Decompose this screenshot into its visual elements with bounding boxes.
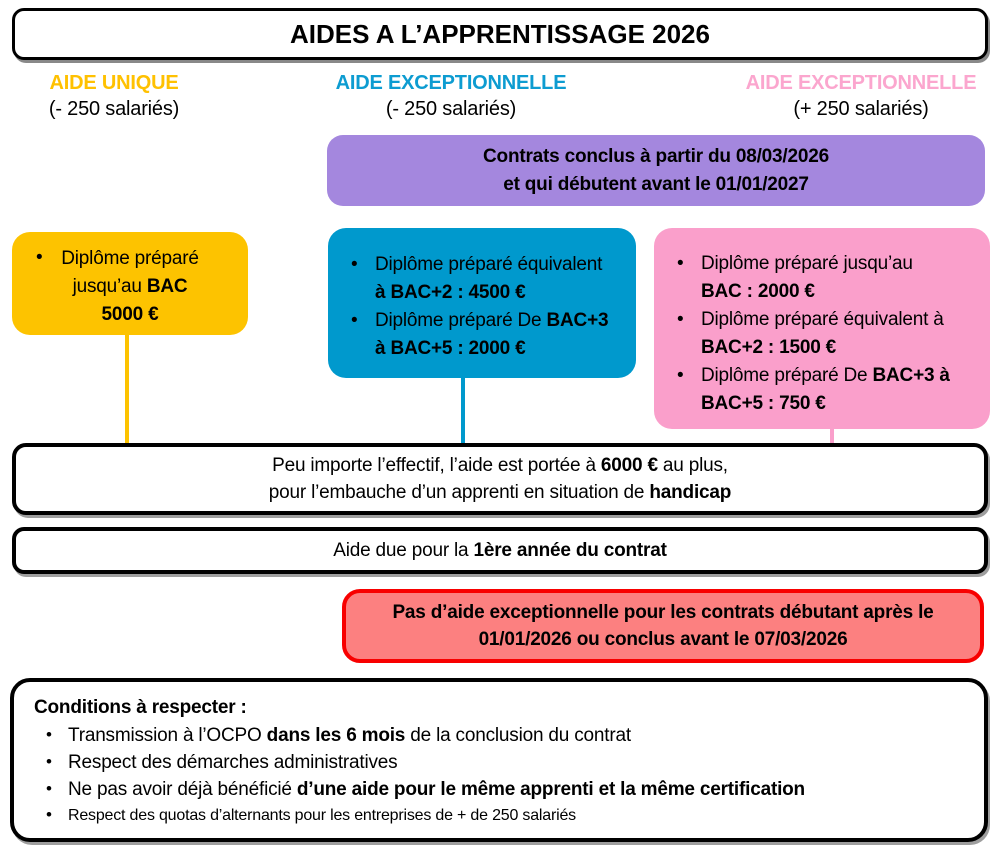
column-header-aide-exceptionnelle-large: AIDE EXCEPTIONNELLE (+ 250 salariés) xyxy=(741,70,981,123)
column-title: AIDE UNIQUE xyxy=(49,72,179,94)
bullet-icon: • xyxy=(351,254,358,275)
bullet-icon: • xyxy=(46,752,52,771)
warning-box: Pas d’aide exceptionnelle pour les contr… xyxy=(342,589,984,663)
condition-item: • Respect des quotas d’alternants pour l… xyxy=(46,803,960,829)
connector-line-exceptionnelle-large xyxy=(830,429,834,443)
warning-line: Pas d’aide exceptionnelle pour les contr… xyxy=(392,602,934,623)
bullet-icon: • xyxy=(46,725,52,744)
bullet-icon: • xyxy=(677,309,684,330)
warning-line: 01/01/2026 ou conclus avant le 07/03/202… xyxy=(478,629,848,650)
condition-item: • Ne pas avoir déjà bénéficié d’une aide… xyxy=(46,776,960,803)
handicap-note-box: Peu importe l’effectif, l’aide est porté… xyxy=(12,443,988,515)
condition-text: Transmission à l’OCPO dans les 6 mois de… xyxy=(68,725,631,746)
column-title: AIDE EXCEPTIONNELLE xyxy=(745,72,977,94)
contract-dates-banner: Contrats conclus à partir du 08/03/2026 … xyxy=(327,135,985,206)
handicap-note-line: pour l’embauche d’un apprenti en situati… xyxy=(268,482,732,503)
connector-line-exceptionnelle-small xyxy=(461,378,465,443)
bullet-icon: • xyxy=(677,253,684,274)
conditions-box: Conditions à respecter : • Transmission … xyxy=(10,678,988,842)
bullet-icon: • xyxy=(46,805,52,824)
connector-line-unique xyxy=(125,335,129,443)
banner-line: Contrats conclus à partir du 08/03/2026 xyxy=(483,145,829,167)
conditions-heading: Conditions à respecter : xyxy=(34,697,247,718)
bullet-icon: • xyxy=(351,310,358,331)
bullet-icon: • xyxy=(46,779,52,798)
title-box: AIDES A L’APPRENTISSAGE 2026 xyxy=(12,8,988,60)
column-subtitle: (- 250 salariés) xyxy=(48,98,180,120)
bullet-icon: • xyxy=(677,365,684,386)
handicap-note-line: Peu importe l’effectif, l’aide est porté… xyxy=(272,455,728,476)
bullet-icon: • xyxy=(36,247,43,268)
column-header-aide-exceptionnelle-small: AIDE EXCEPTIONNELLE (- 250 salariés) xyxy=(331,70,571,123)
condition-item: • Transmission à l’OCPO dans les 6 mois … xyxy=(46,722,960,749)
column-subtitle: (- 250 salariés) xyxy=(385,98,517,120)
condition-item: • Respect des démarches administratives xyxy=(46,749,960,776)
page-title: AIDES A L’APPRENTISSAGE 2026 xyxy=(290,18,710,49)
duration-note-line: Aide due pour la 1ère année du contrat xyxy=(333,540,667,561)
column-subtitle: (+ 250 salariés) xyxy=(793,98,929,120)
condition-text: Ne pas avoir déjà bénéficié d’une aide p… xyxy=(68,779,805,800)
condition-text: Respect des démarches administratives xyxy=(68,752,398,773)
banner-line: et qui débutent avant le 01/01/2027 xyxy=(503,173,809,195)
column-header-aide-unique: AIDE UNIQUE (- 250 salariés) xyxy=(14,70,214,123)
duration-note-box: Aide due pour la 1ère année du contrat xyxy=(12,527,988,574)
column-title: AIDE EXCEPTIONNELLE xyxy=(335,72,567,94)
condition-text: Respect des quotas d’alternants pour les… xyxy=(68,807,576,824)
